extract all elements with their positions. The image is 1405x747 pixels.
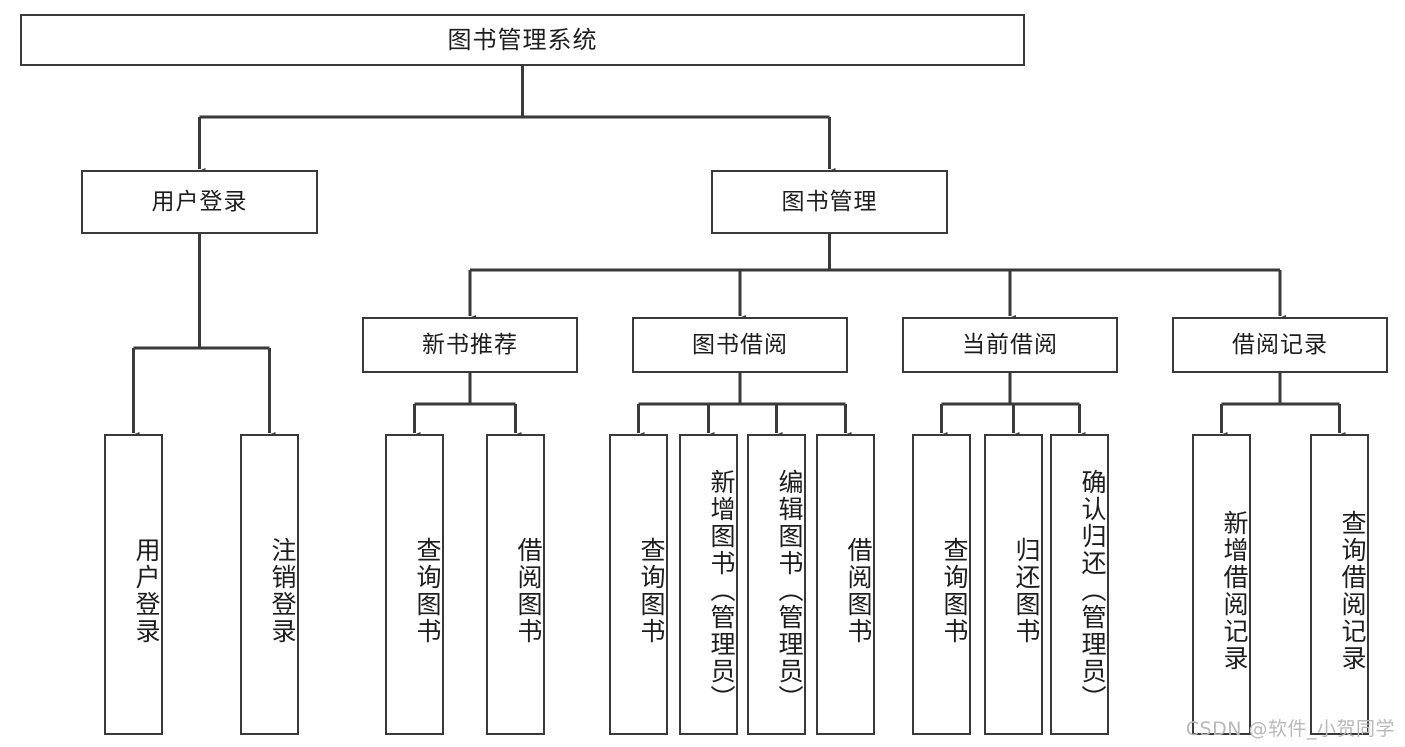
node-label: 查询图书	[413, 536, 442, 645]
node-leaf-query-3[interactable]: 查询图书	[912, 434, 971, 735]
node-label: 图书管理	[781, 188, 878, 215]
node-label: 用户登录	[132, 536, 161, 645]
node-leaf-query-rec[interactable]: 查询借阅记录	[1310, 434, 1369, 735]
node-label: 图书借阅	[692, 331, 788, 358]
node-leaf-user-login[interactable]: 用户登录	[104, 434, 163, 735]
node-label: 新增图书（管理员）	[707, 469, 736, 712]
node-label: 图书管理系统	[447, 26, 598, 54]
node-leaf-query-2[interactable]: 查询图书	[609, 434, 668, 735]
node-new-book-rec[interactable]: 新书推荐	[362, 317, 578, 373]
node-label: 编辑图书（管理员）	[775, 469, 804, 712]
node-label: 当前借阅	[962, 331, 1058, 358]
node-label: 查询图书	[940, 536, 969, 645]
node-label: 归还图书	[1012, 536, 1041, 645]
node-leaf-add-book[interactable]: 新增图书（管理员）	[679, 434, 738, 735]
node-leaf-add-rec[interactable]: 新增借阅记录	[1192, 434, 1251, 735]
node-label: 借阅记录	[1232, 331, 1328, 358]
node-leaf-borrow-2[interactable]: 借阅图书	[816, 434, 875, 735]
node-leaf-return[interactable]: 归还图书	[984, 434, 1043, 735]
node-leaf-borrow-1[interactable]: 借阅图书	[486, 434, 545, 735]
node-label: 借阅图书	[514, 536, 543, 645]
node-book-borrow[interactable]: 图书借阅	[632, 317, 848, 373]
node-leaf-confirm[interactable]: 确认归还（管理员）	[1050, 434, 1109, 735]
node-borrow-record[interactable]: 借阅记录	[1172, 317, 1388, 373]
node-book-manage[interactable]: 图书管理	[711, 170, 948, 234]
watermark-label: CSDN @软件_小贺同学	[1185, 718, 1395, 740]
node-leaf-logout[interactable]: 注销登录	[240, 434, 299, 735]
node-label: 用户登录	[151, 188, 248, 215]
node-leaf-query-1[interactable]: 查询图书	[385, 434, 444, 735]
node-label: 新增借阅记录	[1220, 509, 1249, 672]
node-label: 查询图书	[637, 536, 666, 645]
node-label: 确认归还（管理员）	[1078, 469, 1107, 712]
node-label: 注销登录	[268, 536, 297, 645]
node-root[interactable]: 图书管理系统	[20, 14, 1025, 66]
node-label: 借阅图书	[844, 536, 873, 645]
node-leaf-edit-book[interactable]: 编辑图书（管理员）	[747, 434, 806, 735]
node-label: 新书推荐	[422, 331, 518, 358]
node-label: 查询借阅记录	[1338, 509, 1367, 672]
node-current-borrow[interactable]: 当前借阅	[902, 317, 1118, 373]
node-user-login[interactable]: 用户登录	[81, 170, 318, 234]
